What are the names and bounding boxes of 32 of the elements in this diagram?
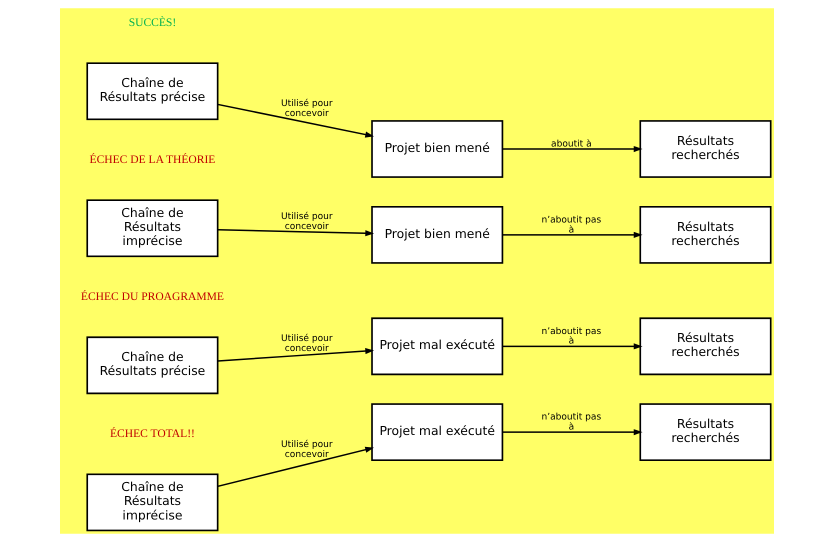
- label: ÉCHEC TOTAL!!: [109, 428, 194, 440]
- edge-label: Utilisé pour concevoir: [280, 440, 332, 460]
- label: ÉCHEC DU PROAGRAMME: [80, 290, 224, 303]
- node-box: Résultats recherchés: [638, 403, 772, 462]
- arrow: [502, 343, 642, 350]
- arrow: [217, 104, 374, 138]
- node-box: Résultats recherchés: [638, 120, 772, 178]
- arrow: [502, 146, 642, 152]
- node-box: Chaîne de Résultats imprécise: [86, 473, 218, 532]
- label: SUCCÈS!: [128, 16, 176, 29]
- edge-label: Utilisé pour concevoir: [280, 334, 332, 354]
- arrow: [502, 232, 642, 238]
- node-box: Projet mal exécuté: [370, 403, 503, 462]
- node-box: Chaîne de Résultats précise: [86, 62, 218, 120]
- node-box: Projet bien mené: [370, 120, 503, 178]
- arrow: [217, 446, 374, 488]
- node-box: Résultats recherchés: [638, 317, 772, 376]
- edge-label: n’aboutit pas à: [540, 412, 601, 433]
- node-box: Chaîne de Résultats précise: [86, 336, 218, 394]
- edge-label: Utilisé pour concevoir: [280, 212, 332, 232]
- edge-label: aboutit à: [550, 139, 592, 150]
- edge-label: Utilisé pour concevoir: [280, 98, 332, 119]
- edge-label: n’aboutit pas à: [540, 326, 601, 347]
- arrow: [217, 229, 374, 236]
- node-box: Projet mal exécuté: [370, 317, 503, 376]
- node-box: Résultats recherchés: [638, 206, 772, 264]
- label: ÉCHEC DE LA THÉORIE: [89, 154, 215, 166]
- edge-label: n’aboutit pas à: [540, 215, 601, 236]
- node-box: Projet bien mené: [370, 206, 503, 264]
- node-box: Chaîne de Résultats imprécise: [86, 199, 218, 258]
- arrow: [217, 348, 374, 362]
- arrow: [502, 429, 642, 436]
